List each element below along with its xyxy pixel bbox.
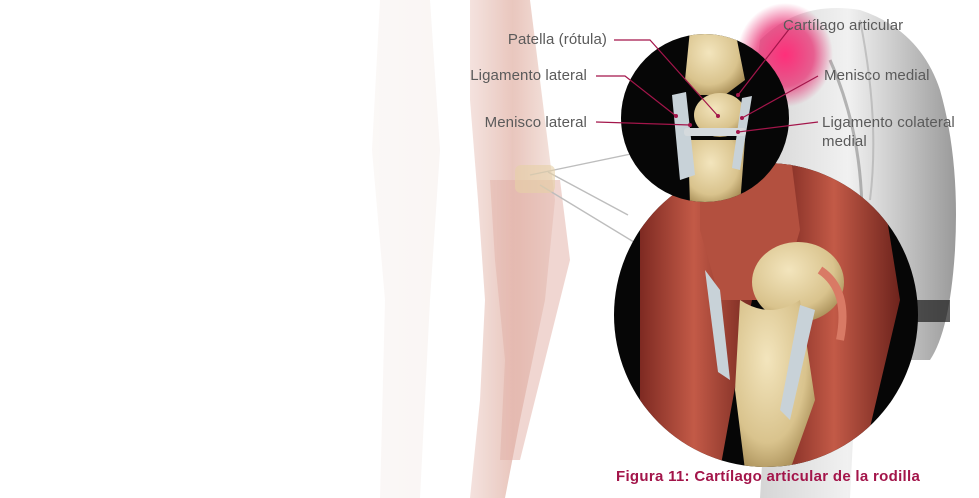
label-articular-cartilage: Cartílago articular bbox=[783, 17, 904, 34]
small-knee-joint-circle bbox=[621, 34, 789, 202]
leader-lines bbox=[595, 27, 819, 134]
label-patella: Patella (rótula) bbox=[507, 31, 607, 48]
label-lateral-meniscus: Menisco lateral bbox=[484, 114, 587, 131]
large-knee-detail-circle bbox=[614, 163, 918, 467]
figure-caption: Figura 11: Cartílago articular de la rod… bbox=[616, 468, 921, 485]
label-medial-meniscus: Menisco medial bbox=[824, 67, 930, 84]
label-medial-collateral-ligament-line2: medial bbox=[822, 133, 867, 150]
label-lateral-ligament: Ligamento lateral bbox=[470, 67, 587, 84]
label-medial-collateral-ligament: Ligamento colateral bbox=[822, 114, 955, 131]
